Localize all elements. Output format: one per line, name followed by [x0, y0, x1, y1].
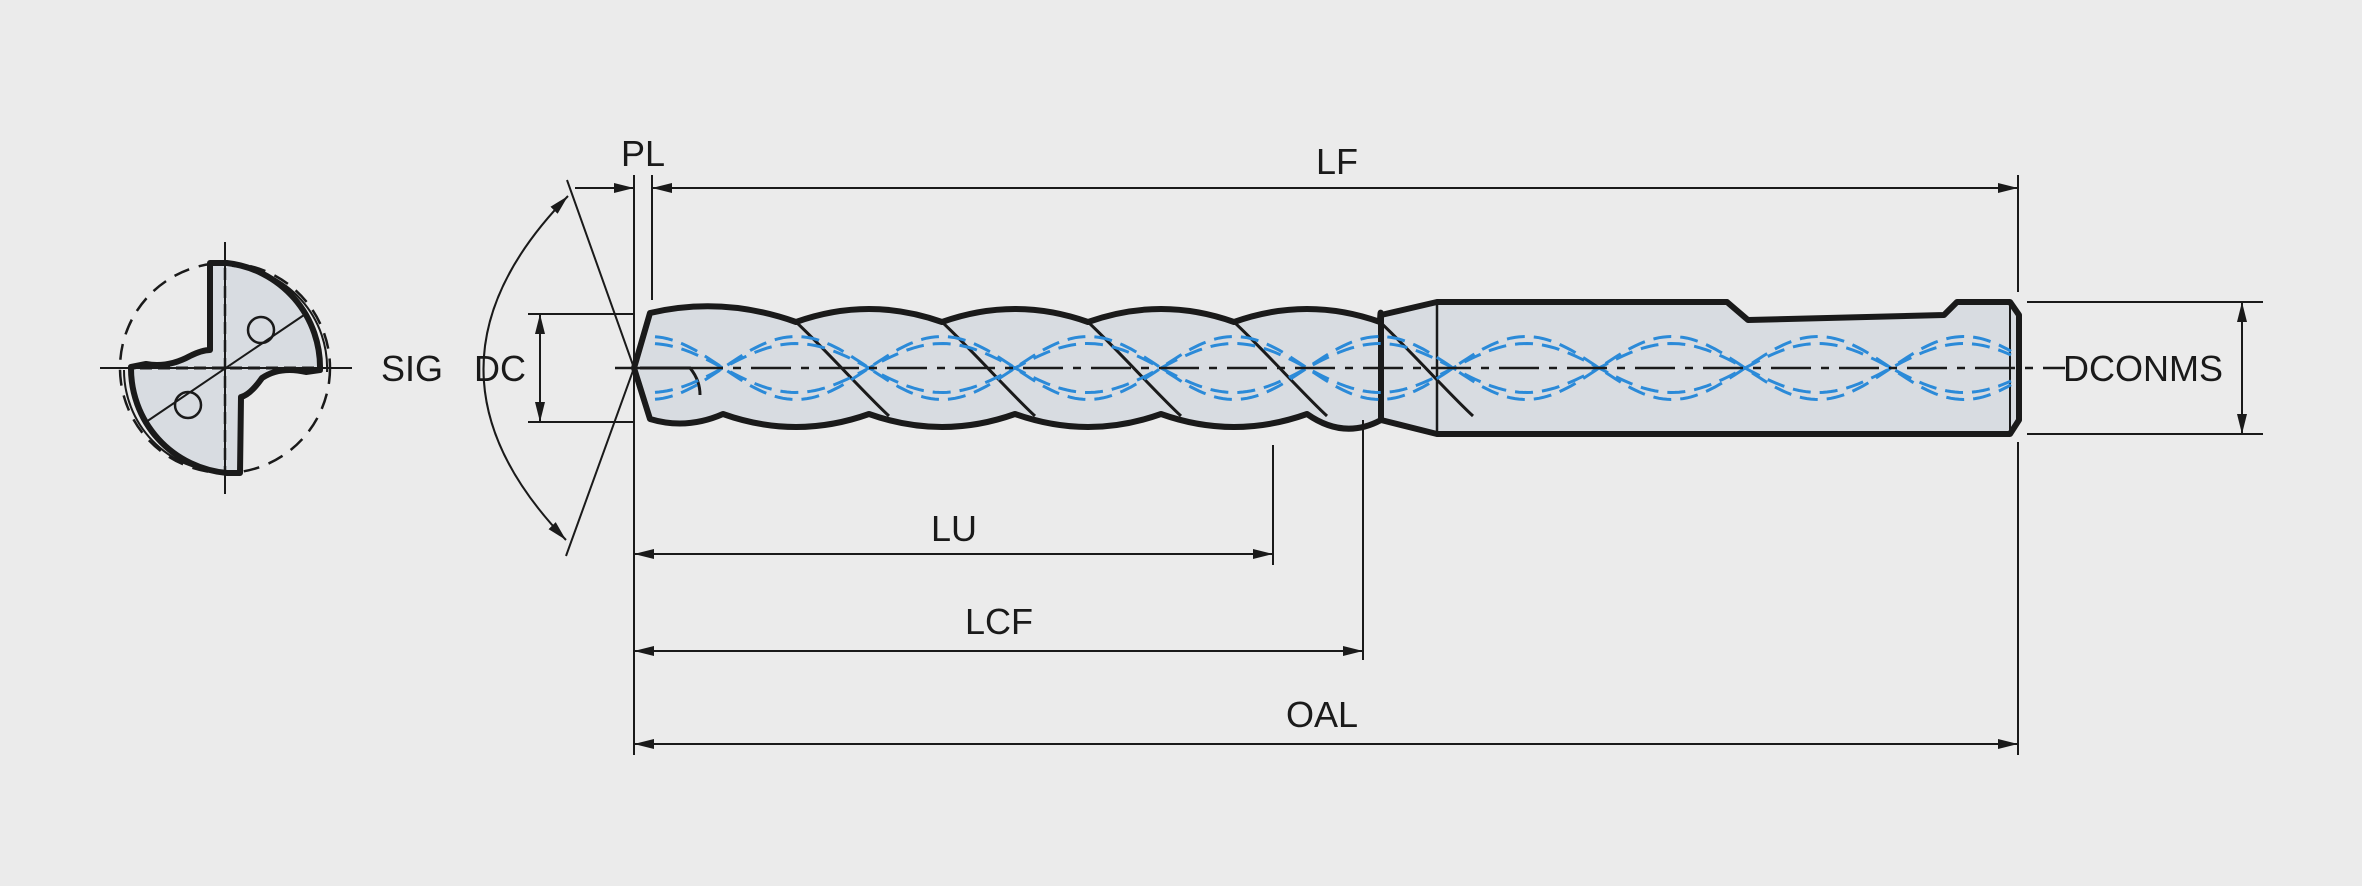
flute-helix-line [940, 320, 1037, 418]
dimensions [482, 175, 2263, 755]
end-view [100, 242, 352, 494]
pl-label: PL [621, 133, 665, 174]
lcf-label: LCF [965, 601, 1033, 642]
lf-label: LF [1316, 141, 1358, 182]
margin-arc [122, 369, 223, 473]
coolant-channel-line [654, 334, 2012, 402]
drill-side-view [615, 299, 2065, 437]
sig-angle-arc [482, 195, 569, 541]
sig-edge-line [565, 367, 635, 557]
coolant-channel-line [654, 334, 2012, 402]
flute-helix-line [1086, 320, 1183, 418]
dconms-label: DCONMS [2063, 348, 2223, 389]
margin-arc [231, 265, 329, 373]
coolant-channels [654, 334, 2012, 402]
sig-edge-line [566, 179, 635, 369]
coolant-hole [173, 390, 203, 420]
flute-helix-line [794, 320, 891, 418]
oal-label: OAL [1286, 694, 1358, 735]
sig-label: SIG [381, 348, 443, 389]
dc-label: DC [474, 348, 526, 389]
flute-helix-line [1378, 320, 1475, 418]
lu-label: LU [931, 508, 977, 549]
flute-helix-line [1232, 320, 1329, 418]
